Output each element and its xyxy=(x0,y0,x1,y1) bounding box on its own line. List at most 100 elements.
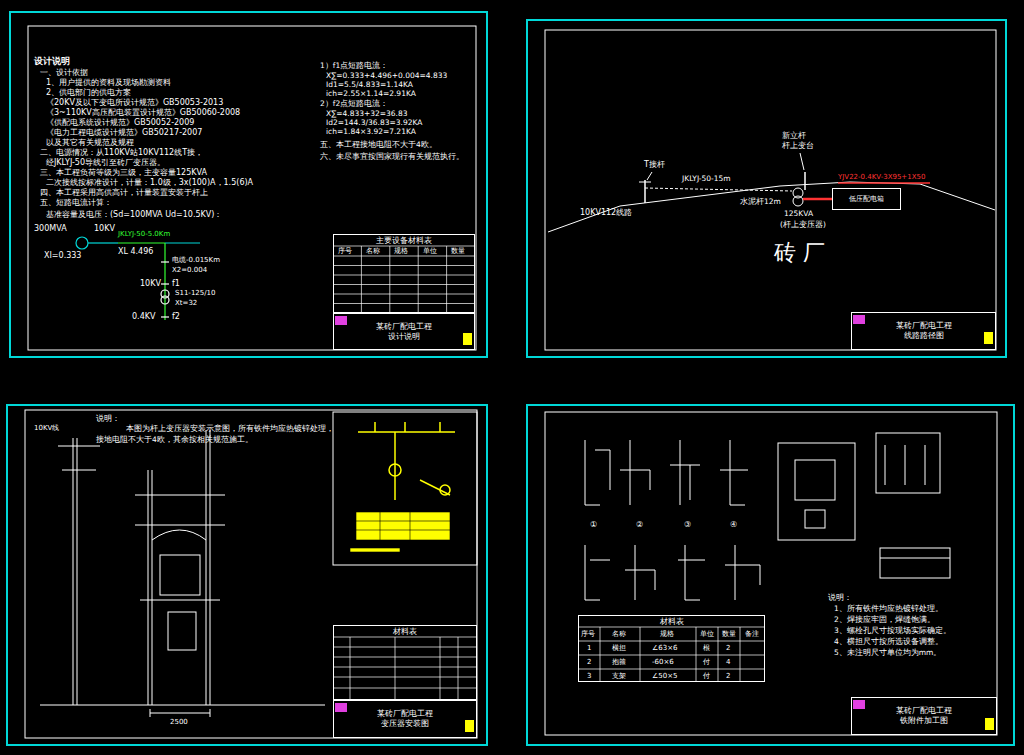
route-drawing xyxy=(804,172,806,190)
sheet-border xyxy=(545,412,997,735)
table-cell: 序号 xyxy=(338,247,352,255)
calc-text: ich=2.55×1.14=2.91KA xyxy=(326,90,416,99)
distribution-box: 低压配电箱 xyxy=(832,188,901,210)
table-cell: -60×6 xyxy=(652,658,674,666)
title-block: 某砖厂配电工程线路路径图 xyxy=(851,312,996,350)
table-grid xyxy=(350,637,351,700)
node-text: 铁附件加工图 xyxy=(900,716,948,726)
route-drawing xyxy=(800,153,804,170)
note-text: 1、所有铁件均应热镀锌处理。 xyxy=(834,605,943,614)
short-circuit-diagram xyxy=(161,283,169,284)
table-grid xyxy=(333,647,477,648)
pole-label: T接杆 xyxy=(644,160,665,169)
pole-elevation xyxy=(77,438,78,705)
table-grid xyxy=(395,637,396,700)
table-cell: 3 xyxy=(587,672,591,680)
node-text: 线路路径图 xyxy=(904,331,944,341)
standard-ref: 《20KV及以下变电所设计规范》GB50053-2013 xyxy=(46,98,223,107)
cable-label: 电缆-0.015Km xyxy=(172,256,220,264)
route-drawing xyxy=(647,172,652,180)
voltage-label: 10KV xyxy=(94,224,115,233)
pole-elevation xyxy=(62,470,96,471)
table-grid xyxy=(740,627,741,682)
table-cell: 抱箍 xyxy=(612,658,626,666)
note-text: 六、未尽事宜按国家现行有关规范执行。 xyxy=(320,153,464,162)
table-cell: 备注 xyxy=(745,630,759,638)
sheet-frame xyxy=(527,405,1014,745)
table-grid xyxy=(333,677,477,678)
calc-text: X∑=0.333+4.496+0.004=4.833 xyxy=(326,72,447,81)
table-grid xyxy=(578,669,765,670)
standard-ref: 《供配电系统设计规范》GB50052-2009 xyxy=(46,118,194,127)
sheet-border xyxy=(28,26,476,350)
route-drawing xyxy=(838,182,930,184)
table-grid xyxy=(578,655,765,656)
callout-number: ④ xyxy=(730,520,737,529)
title-block-logo xyxy=(335,315,865,712)
table-cell: 数量 xyxy=(451,247,465,255)
sheet-frame xyxy=(7,12,1014,745)
pole-elevation xyxy=(140,600,220,601)
table-cell: 名称 xyxy=(366,247,380,255)
fault-point: f1 xyxy=(172,279,180,288)
hardware-details xyxy=(585,433,950,600)
node-heading: 某砖厂配电工程 xyxy=(377,709,433,719)
hardware-details xyxy=(795,460,835,500)
sheet-frame xyxy=(7,405,487,745)
route-drawing xyxy=(644,180,646,203)
note-text: 本图为杆上变压器安装示意图，所有铁件均应热镀锌处理， xyxy=(126,425,334,434)
note-text: 经JKLYJ-50导线引至砖厂变压器。 xyxy=(46,158,165,167)
route-drawing xyxy=(793,196,803,206)
detail-table xyxy=(410,512,411,540)
table-cell: 付 xyxy=(703,672,710,680)
pole-elevation xyxy=(160,555,200,595)
pole-elevation xyxy=(206,430,207,705)
hardware-details xyxy=(678,545,705,600)
hardware-details xyxy=(620,440,650,505)
crossarm-detail xyxy=(374,422,376,432)
table-grid xyxy=(333,246,475,247)
table-grid xyxy=(333,284,475,285)
route-drawing xyxy=(548,182,995,232)
table-cell: 根 xyxy=(703,644,710,652)
sheet-border xyxy=(545,30,996,350)
calc-text: X∑=4.833+32=36.83 xyxy=(326,110,408,119)
title-block: 某砖厂配电工程设计说明 xyxy=(333,313,475,350)
route-drawing xyxy=(639,182,651,183)
note-text: 接地电阻不大于4欧，其余按相关规范施工。 xyxy=(96,436,253,445)
table-grid xyxy=(361,246,362,313)
calc-text: Id1=5.5/4.833=1.14KA xyxy=(326,81,413,90)
table-grid xyxy=(458,637,459,700)
short-circuit-diagram xyxy=(161,261,169,262)
short-circuit-diagram xyxy=(118,242,165,243)
detail-panel xyxy=(333,412,477,565)
table-grid xyxy=(578,641,765,642)
title-block-mark xyxy=(985,718,994,730)
hardware-details xyxy=(625,545,655,600)
pole-elevation xyxy=(210,430,211,705)
detail-table xyxy=(356,512,450,540)
hardware-details xyxy=(880,558,950,559)
reactance-label: X2=0.004 xyxy=(172,266,207,274)
table-grid xyxy=(640,627,641,682)
note-text: 三、本工程负荷等级为三级，主变容量125KVA xyxy=(40,168,207,177)
table-grid xyxy=(333,265,475,266)
table-cell: 2 xyxy=(726,644,730,652)
table-grid xyxy=(389,246,390,313)
detail-panel xyxy=(333,412,477,565)
title-block-mark xyxy=(984,332,993,344)
crossarm-detail xyxy=(440,485,450,495)
table-cell: 支架 xyxy=(612,672,626,680)
title-block-logo xyxy=(853,315,865,324)
standard-ref: 《3~110KV高压配电装置设计规范》GB50060-2008 xyxy=(46,108,240,117)
note-text: 2、焊接应牢固，焊缝饱满。 xyxy=(834,616,935,625)
pole-elevation xyxy=(168,612,196,650)
note-text: 2、供电部门的供电方案 xyxy=(46,88,131,97)
transformer-label: (杆上变压器) xyxy=(780,221,826,230)
transformer-label: S11-125/10 xyxy=(175,289,216,297)
crossarm-detail xyxy=(404,422,406,432)
note-text: 四、本工程采用高供高计，计量装置安装于杆上 xyxy=(40,188,208,197)
hardware-details xyxy=(805,510,825,528)
callout-text: 新立杆 xyxy=(782,132,806,141)
